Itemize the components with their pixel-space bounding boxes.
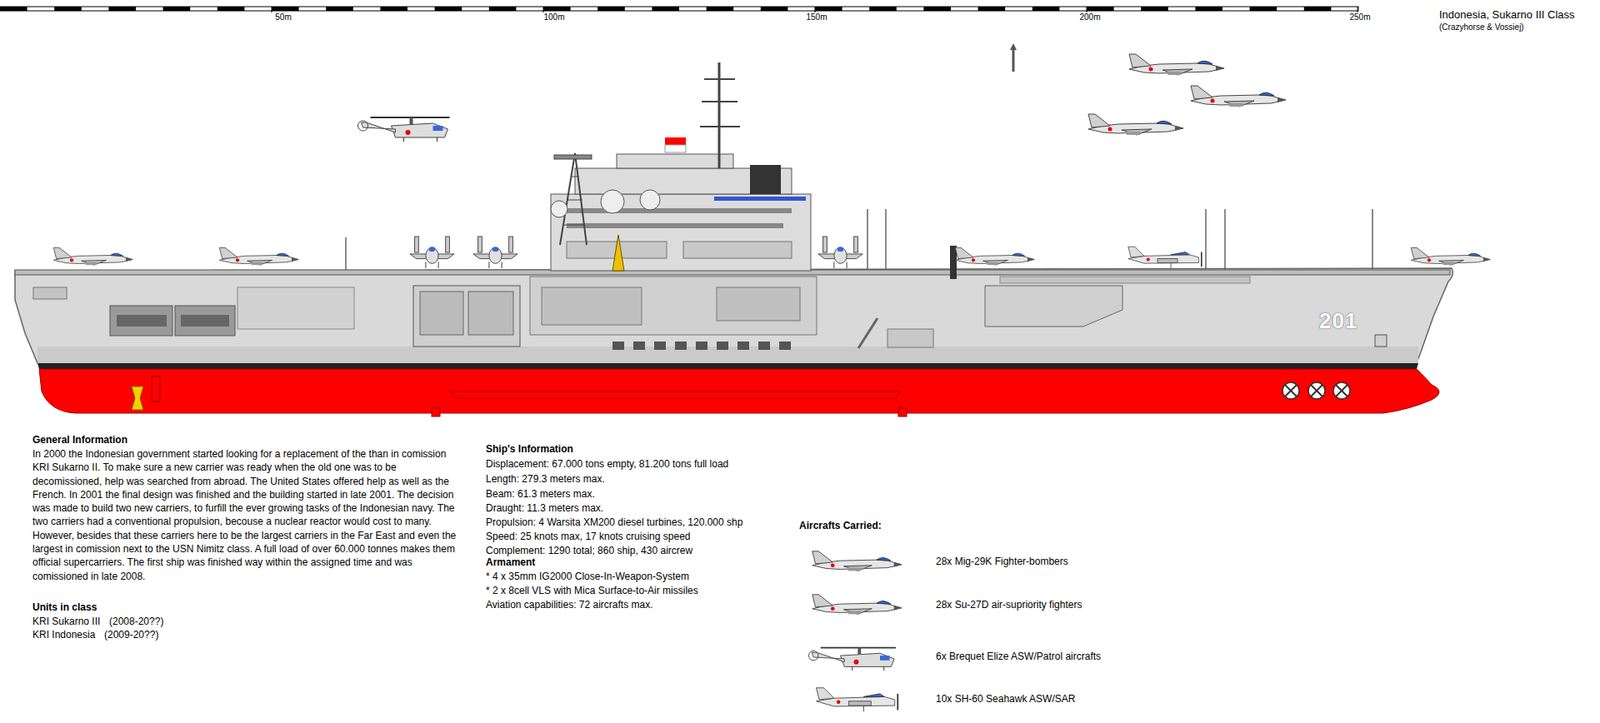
aircraft-entry: 28x Su-27D air-supriority fighters	[935, 599, 1082, 611]
section-heading: Aircrafts Carried:	[799, 520, 882, 532]
author-credit: (Crazyhorse & Vossiej)	[1439, 22, 1525, 33]
section-heading: General Information	[32, 434, 128, 446]
drawing-title: Indonesia, Sukarno III Class	[1439, 8, 1575, 22]
aircraft-entry: 6x Brequet Elize ASW/Patrol aircrafts	[935, 650, 1101, 663]
info-paragraph: In 2000 the Indonesian government starte…	[32, 447, 460, 584]
aircraft-entry: 28x Mig-29K Fighter-bombers	[935, 555, 1069, 568]
unit-name: KRI Sukarno III	[32, 615, 100, 628]
hull-number: 201	[1319, 308, 1358, 335]
spec-line: Propulsion: 4 Warsita XM200 diesel turbi…	[485, 516, 743, 529]
spec-line: Complement: 1290 total; 860 ship, 430 ai…	[485, 545, 693, 557]
spec-line: Aviation capabilities: 72 aircrafts max.	[485, 599, 654, 611]
section-heading: Units in class	[32, 601, 97, 614]
aircraft-entry: 10x SH-60 Seahawk ASW/SAR	[935, 693, 1075, 705]
scale-label: 100m	[543, 12, 565, 23]
scale-label: 200m	[1079, 12, 1100, 23]
spec-line: Length: 279.3 meters max.	[485, 473, 605, 485]
section-heading: Ship's Information	[485, 443, 574, 455]
scale-label: 250m	[1349, 12, 1370, 23]
spec-line: Draught: 11.3 meters max.	[485, 502, 604, 515]
unit-name: KRI Indonesia	[32, 629, 95, 641]
spec-line: Beam: 61.3 meters max.	[485, 488, 595, 500]
spec-line: Displacement: 67.000 tons empty, 81.200 …	[485, 458, 729, 470]
section-heading: Armament	[485, 556, 535, 569]
unit-years: (2008-20??)	[109, 615, 164, 628]
spec-line: Speed: 25 knots max, 17 knots cruising s…	[485, 530, 690, 543]
scale-label: 50m	[275, 12, 291, 23]
spec-line: * 2 x 8cell VLS with Mica Surface-to-Air…	[485, 585, 699, 597]
scale-label: 150m	[805, 12, 827, 23]
spec-line: * 4 x 35mm IG2000 Close-In-Weapon-System	[485, 570, 690, 583]
unit-years: (2009-20??)	[104, 629, 159, 641]
